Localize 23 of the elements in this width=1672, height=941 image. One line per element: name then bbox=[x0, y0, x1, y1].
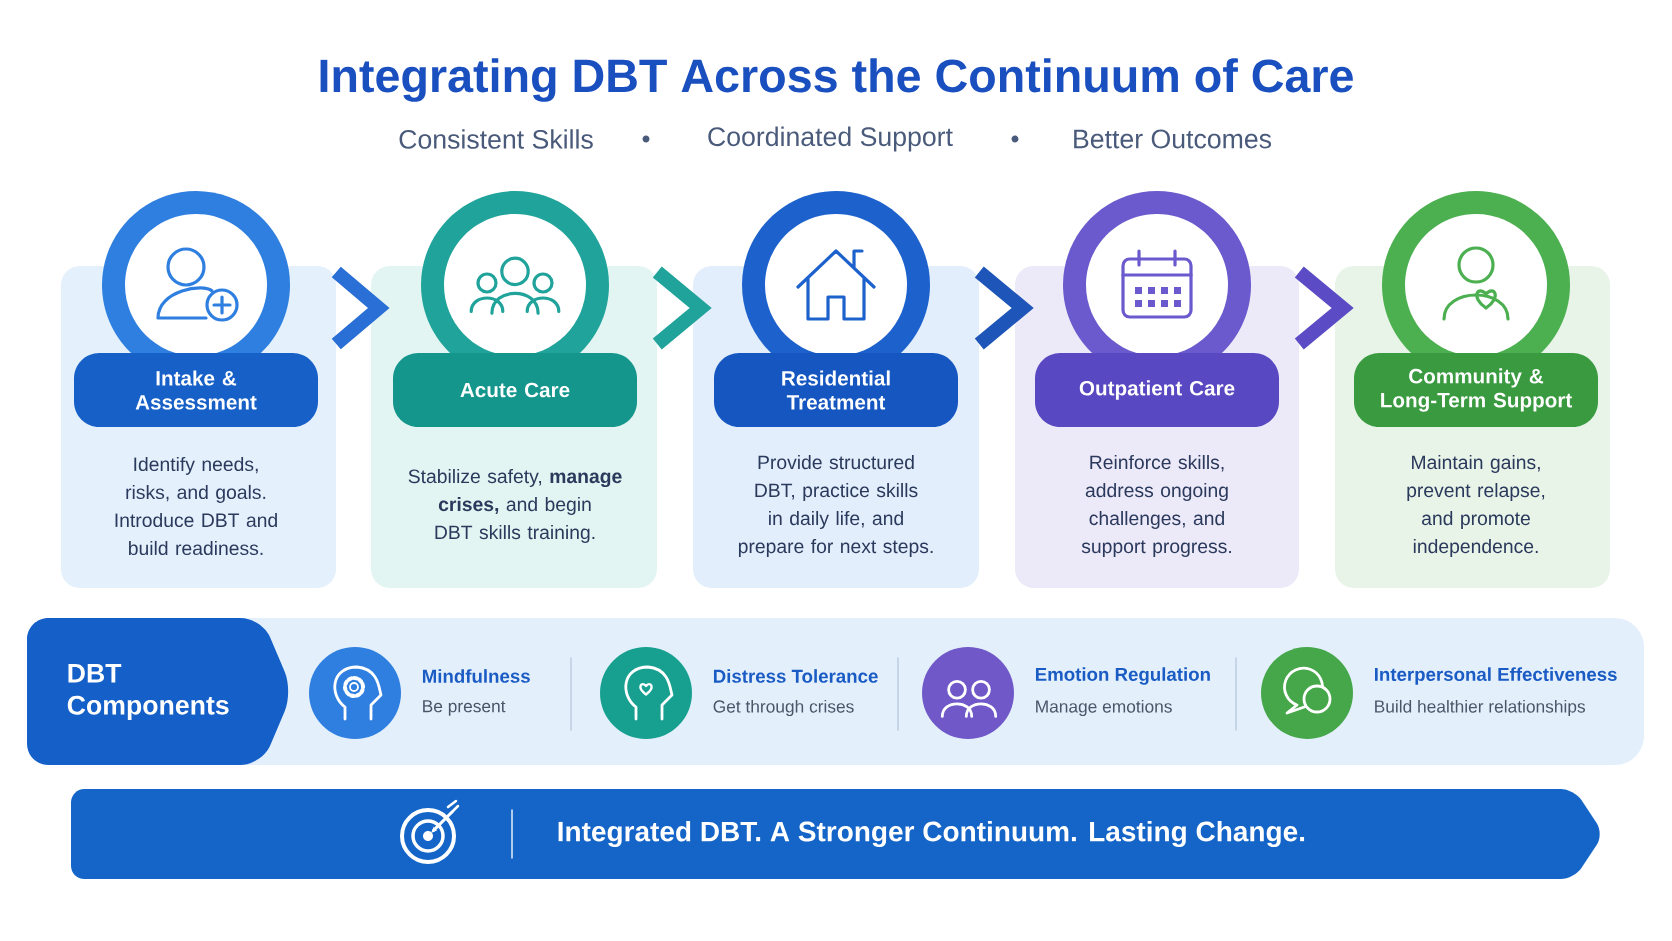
stage-heading-pill: Residential Treatment bbox=[714, 353, 958, 427]
component-description: Manage emotions bbox=[1036, 699, 1172, 717]
stage-heading-pill: Intake & Assessment bbox=[74, 353, 318, 427]
stage-description: Reinforce skills, address ongoing challenges, and support progress. bbox=[1081, 455, 1231, 557]
stage-heading-pill: Community & Long-Term Support bbox=[1354, 353, 1598, 427]
component-name: Mindfulness bbox=[422, 669, 530, 683]
stage-description: Identify needs, risks, and goals. Introduce DBT and build readiness. bbox=[115, 456, 277, 556]
title: Integrating DBT Across the Continuum of Care bbox=[320, 58, 1353, 102]
component-name: Emotion Regulation bbox=[1035, 667, 1210, 685]
components-tab: DBT Components bbox=[27, 618, 289, 765]
stage-description: Stabilize safety, manage crises, and begin DBT skills training. bbox=[408, 469, 622, 543]
component-description: Be present bbox=[423, 700, 506, 716]
subtitle-item: Coordinated Support bbox=[708, 126, 953, 152]
stage-heading-pill: Outpatient Care bbox=[1035, 353, 1279, 427]
stage-description: Provide structured DBT, practice skills in daily life, and prepare for next steps. bbox=[738, 455, 933, 557]
subtitle-item: Better Outcomes bbox=[1074, 129, 1272, 149]
component-description: Get through crises bbox=[713, 699, 854, 717]
stage-heading-pill: Acute Care bbox=[393, 353, 637, 427]
component-description: Build healthier relationships bbox=[1375, 699, 1585, 717]
subtitle-item: Consistent Skills bbox=[399, 129, 593, 149]
component-name: Distress Tolerance bbox=[713, 669, 878, 683]
stage-description: Maintain gains, prevent relapse, and promote independence. bbox=[1407, 455, 1545, 557]
component-name: Interpersonal Effectiveness bbox=[1374, 667, 1617, 685]
